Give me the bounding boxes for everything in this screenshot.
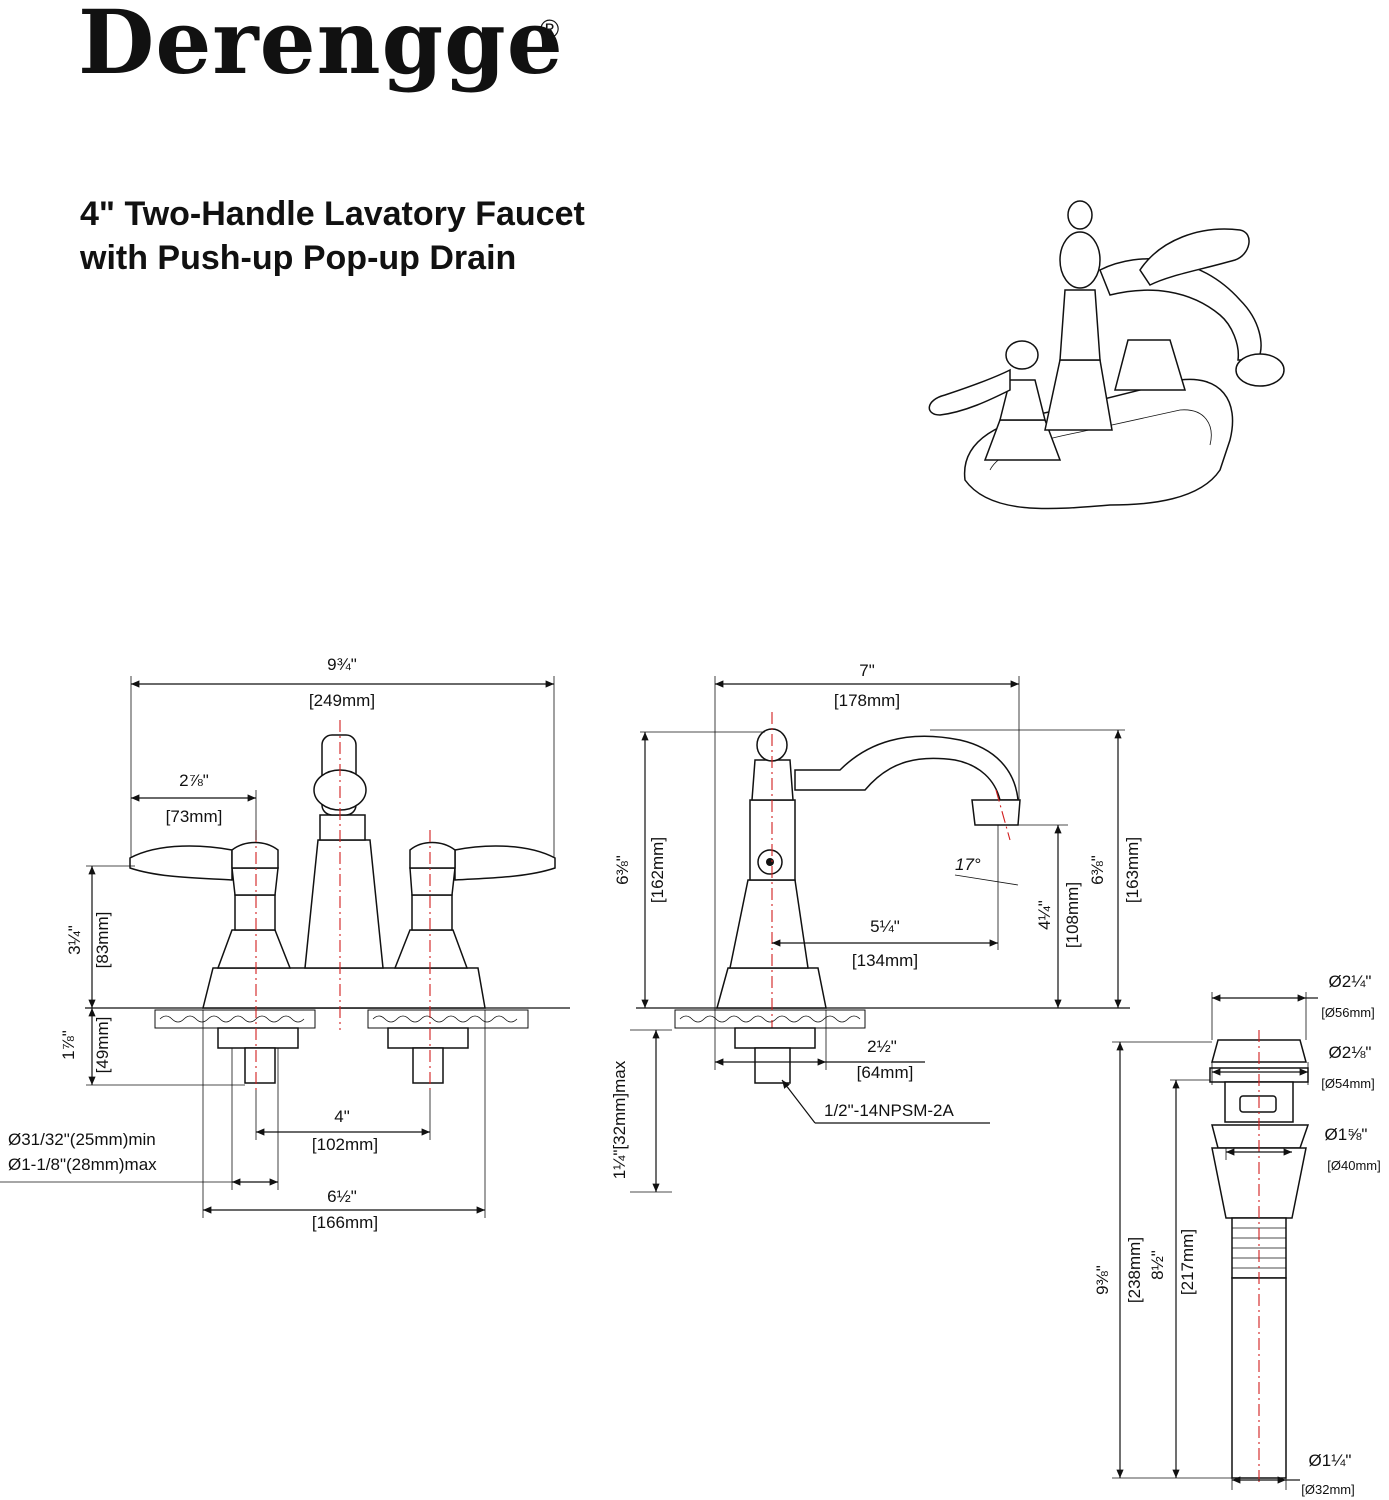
base-depth-inch: 2½" <box>867 1037 897 1056</box>
outlet-reach-inch: 5¼" <box>870 917 900 936</box>
outlet-height-inch: 4¼" <box>1035 900 1054 930</box>
tail-dia-inch: Ø1¼" <box>1309 1451 1352 1470</box>
product-title-line2: with Push-up Pop-up Drain <box>80 239 517 277</box>
center-spacing-inch: 4" <box>334 1107 350 1126</box>
drain-dimensions: Ø2¼" [Ø56mm] Ø2⅛" [Ø54mm] Ø1⅝" [Ø40mm] 9… <box>1093 972 1381 1497</box>
body-dia-mm: [Ø40mm] <box>1327 1158 1380 1173</box>
cap-dia-inch: Ø2¼" <box>1329 972 1372 991</box>
shank-length-inch: 1⅞" <box>59 1030 78 1060</box>
flange-dia-mm: [Ø54mm] <box>1321 1076 1374 1091</box>
faucet-isometric-illustration <box>928 200 1285 510</box>
product-title-line1: 4" Two-Handle Lavatory Faucet <box>80 195 585 233</box>
front-view-dimensions: 9¾" [249mm] 2⅞" [73mm] 3¼" [83mm] 1⅞" [4… <box>8 655 378 1232</box>
cap-dia-mm: [Ø56mm] <box>1321 1005 1374 1020</box>
registered-mark: ® <box>540 14 560 44</box>
center-spacing-mm: [102mm] <box>312 1135 378 1154</box>
overall-width-mm: [249mm] <box>309 691 375 710</box>
body-length-inch: 8½" <box>1148 1250 1167 1280</box>
handle-height-mm: [83mm] <box>93 912 112 969</box>
handle-height-inch: 3¼" <box>65 925 84 955</box>
outlet-height-mm: [108mm] <box>1063 882 1082 948</box>
spout-height-inch: 6⅜" <box>1088 855 1107 885</box>
body-height-inch: 6⅜" <box>613 855 632 885</box>
base-width-inch: 6½" <box>327 1187 357 1206</box>
shank-length-mm: [49mm] <box>93 1017 112 1074</box>
tail-dia-mm: [Ø32mm] <box>1301 1482 1354 1497</box>
body-length-mm: [217mm] <box>1178 1229 1197 1295</box>
drain-drawing <box>1112 992 1318 1490</box>
handle-offset-inch: 2⅞" <box>179 771 209 790</box>
base-depth-mm: [64mm] <box>857 1063 914 1082</box>
thread-spec: 1/2"-14NPSM-2A <box>824 1101 954 1120</box>
total-length-mm: [238mm] <box>1125 1237 1144 1303</box>
spout-height-mm: [163mm] <box>1123 837 1142 903</box>
body-height-mm: [162mm] <box>648 837 667 903</box>
side-view-drawing <box>630 676 1130 1193</box>
outlet-reach-mm: [134mm] <box>852 951 918 970</box>
spout-reach-inch: 7" <box>859 661 875 680</box>
hole-min-label: Ø31/32"(25mm)min <box>8 1130 156 1149</box>
side-view-dimensions: 7" [178mm] 6⅜" [162mm] 6⅜" [163mm] 17° 5… <box>610 661 1142 1179</box>
front-view-drawing <box>0 676 570 1218</box>
body-dia-inch: Ø1⅝" <box>1325 1125 1368 1144</box>
deck-thickness-max: 1¼"[32mm]max <box>610 1060 629 1179</box>
brand-logo: Derengge <box>78 0 564 94</box>
base-width-mm: [166mm] <box>312 1213 378 1232</box>
overall-width-inch: 9¾" <box>327 655 357 674</box>
hole-max-label: Ø1-1/8"(28mm)max <box>8 1155 157 1174</box>
spout-reach-mm: [178mm] <box>834 691 900 710</box>
product-title: 4" Two-Handle Lavatory Faucet with Push-… <box>80 192 585 280</box>
spout-angle: 17° <box>955 855 981 874</box>
total-length-inch: 9⅜" <box>1093 1265 1112 1295</box>
handle-offset-mm: [73mm] <box>166 807 223 826</box>
flange-dia-inch: Ø2⅛" <box>1329 1043 1372 1062</box>
